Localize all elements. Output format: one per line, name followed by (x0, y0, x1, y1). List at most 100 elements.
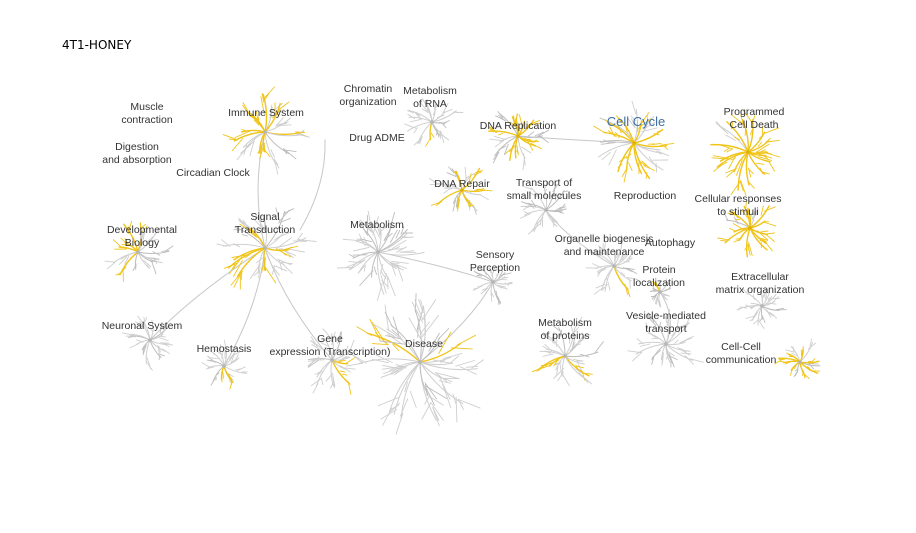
label-vesicle-mediated-transport[interactable]: transport (645, 323, 687, 335)
label-autophagy[interactable]: Autophagy (645, 237, 696, 249)
cellular-responses-to-stimuli-twig (745, 215, 750, 220)
label-immune-system[interactable]: Immune System (228, 107, 304, 119)
organelle-biogenesis-and-maintenance-twig (626, 277, 639, 280)
label-muscle-contraction[interactable]: contraction (121, 114, 173, 126)
label-hemostasis[interactable]: Hemostasis (197, 343, 252, 355)
label-developmental-biology[interactable]: Biology (125, 237, 160, 249)
metabolism-twig (361, 222, 373, 232)
signal-transduction-twig (249, 263, 262, 280)
sensory-perception-twig (496, 272, 500, 276)
label-protein-localization[interactable]: localization (633, 277, 685, 289)
label-disease[interactable]: Disease (405, 338, 443, 350)
hemostasis-twig (215, 372, 220, 376)
neuronal-system-twig (160, 326, 169, 336)
label-metabolism[interactable]: Metabolism (350, 219, 404, 231)
cell-cycle-twig (617, 163, 623, 168)
label-cell-cycle[interactable]: Cell Cycle (607, 114, 666, 129)
programmed-cell-death-twig (755, 143, 770, 153)
hemostasis-twig (201, 362, 211, 368)
disease-twig (414, 299, 424, 321)
dna-repair-twig (478, 193, 489, 200)
label-vesicle-mediated-transport[interactable]: Vesicle-mediated (626, 310, 706, 322)
programmed-cell-death-branch (741, 119, 749, 153)
metabolism-of-rna-twig (413, 138, 422, 146)
label-muscle-contraction[interactable]: Muscle (130, 101, 163, 113)
label-protein-localization[interactable]: Protein (642, 264, 675, 276)
label-organelle-biogenesis-and-maintenance[interactable]: Organelle biogenesis (555, 233, 654, 245)
cell-cycle-branch (633, 142, 664, 171)
pathway-link (299, 139, 326, 231)
metabolism-of-rna-branch (408, 109, 433, 123)
label-gene-expression-transcription[interactable]: expression (Transcription) (270, 346, 391, 358)
cell-cell-communication-twig (789, 368, 794, 376)
label-organelle-biogenesis-and-maintenance[interactable]: and maintenance (564, 246, 645, 258)
cell-cycle-branch (607, 122, 635, 144)
label-signal-transduction[interactable]: Signal (250, 211, 279, 223)
label-metabolism-of-rna[interactable]: of RNA (413, 98, 447, 110)
label-chromatin-organization[interactable]: organization (339, 96, 396, 108)
immune-system-twig (295, 133, 310, 138)
label-drug-adme[interactable]: Drug ADME (349, 132, 404, 144)
label-extracellular-matrix-organization[interactable]: matrix organization (716, 284, 805, 296)
protein-localization-twig (650, 289, 657, 293)
label-transport-of-small-molecules[interactable]: Transport of (516, 177, 572, 189)
dna-repair-twig (455, 196, 459, 208)
organelle-biogenesis-and-maintenance-twig (613, 251, 621, 261)
label-sensory-perception[interactable]: Perception (470, 262, 520, 274)
label-gene-expression-transcription[interactable]: Gene (317, 333, 343, 345)
cell-cycle-twig (631, 100, 637, 115)
label-programmed-cell-death[interactable]: Programmed (724, 106, 785, 118)
metabolism-twig (395, 229, 401, 239)
label-extracellular-matrix-organization[interactable]: Extracellular (731, 271, 789, 283)
developmental-biology-branch (137, 231, 158, 253)
vesicle-mediated-transport-twig (636, 338, 644, 345)
disease-branch (419, 315, 426, 363)
label-sensory-perception[interactable]: Sensory (476, 249, 515, 261)
cellular-responses-to-stimuli-twig (760, 230, 769, 233)
extracellular-matrix-organization-twig (768, 295, 773, 301)
metabolism-of-proteins-twig (585, 373, 593, 375)
label-cell-cell-communication[interactable]: communication (706, 354, 777, 366)
label-dna-repair[interactable]: DNA Repair (434, 178, 490, 190)
dna-repair-twig (463, 177, 470, 184)
cell-cell-communication-twig (786, 352, 793, 358)
developmental-biology-twig (151, 260, 157, 275)
label-programmed-cell-death[interactable]: Cell Death (729, 119, 778, 131)
label-metabolism-of-rna[interactable]: Metabolism (403, 85, 457, 97)
developmental-biology-twig (154, 226, 163, 235)
transport-of-small-molecules-twig (552, 217, 559, 225)
vesicle-mediated-transport-twig (667, 309, 671, 324)
cell-cell-communication-twig (807, 366, 813, 372)
metabolism-of-rna-twig (434, 103, 437, 109)
metabolism-of-proteins-twig (560, 329, 563, 337)
label-digestion-and-absorption[interactable]: and absorption (102, 154, 172, 166)
label-dna-replication[interactable]: DNA Replication (480, 120, 557, 132)
label-cell-cell-communication[interactable]: Cell-Cell (721, 341, 761, 353)
label-chromatin-organization[interactable]: Chromatin (344, 83, 393, 95)
label-metabolism-of-proteins[interactable]: of proteins (540, 330, 589, 342)
label-cellular-responses-to-stimuli[interactable]: to stimuli (717, 206, 758, 218)
label-neuronal-system[interactable]: Neuronal System (102, 320, 183, 332)
disease-twig (438, 374, 451, 400)
cell-cycle-hub (632, 141, 636, 145)
hemostasis-twig (211, 351, 216, 355)
dna-replication-twig (494, 135, 507, 141)
cellular-responses-to-stimuli-twig (747, 207, 750, 215)
metabolism-twig (352, 247, 370, 252)
dna-replication-twig (510, 121, 518, 129)
label-metabolism-of-proteins[interactable]: Metabolism (538, 317, 592, 329)
label-circadian-clock[interactable]: Circadian Clock (176, 167, 250, 179)
label-transport-of-small-molecules[interactable]: small molecules (507, 190, 582, 202)
gene-expression-transcription-twig (320, 377, 324, 386)
label-signal-transduction[interactable]: Transduction (235, 224, 295, 236)
immune-system-twig (263, 144, 266, 153)
label-digestion-and-absorption[interactable]: Digestion (115, 141, 159, 153)
transport-of-small-molecules-twig (529, 191, 538, 197)
tree-cellular-responses-to-stimuli (717, 201, 777, 258)
label-developmental-biology[interactable]: Developmental (107, 224, 177, 236)
metabolism-twig (400, 226, 405, 235)
label-reproduction[interactable]: Reproduction (614, 190, 677, 202)
label-cellular-responses-to-stimuli[interactable]: Cellular responses (695, 193, 782, 205)
cell-cell-communication-twig (792, 346, 795, 352)
disease-twig (459, 366, 477, 375)
